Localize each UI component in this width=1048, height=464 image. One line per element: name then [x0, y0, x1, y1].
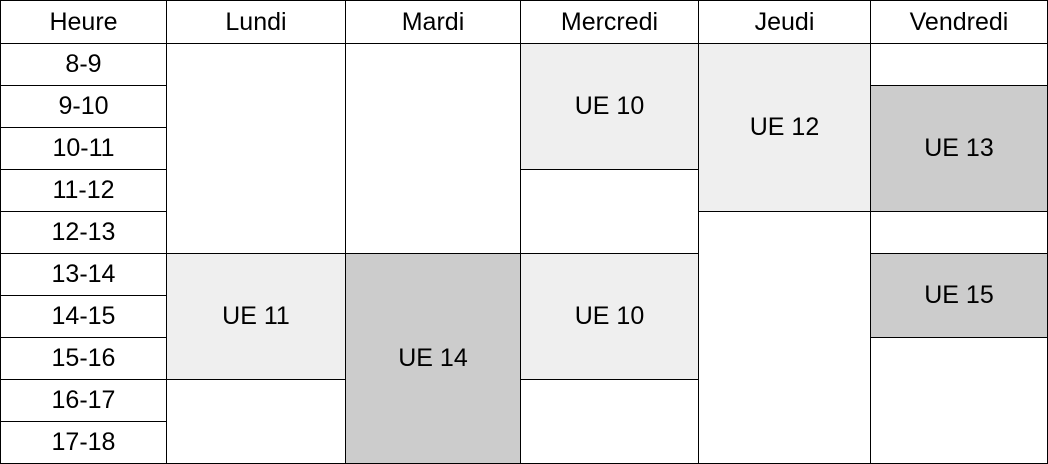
table-row: 11-12: [0, 169, 1048, 254]
course-block: UE 13: [870, 85, 1048, 212]
hour-cell: 14-15: [0, 295, 167, 338]
empty-slot: [166, 43, 346, 254]
course-block: UE 10: [520, 43, 699, 170]
hour-cell: 13-14: [0, 253, 167, 296]
hour-cell: 10-11: [0, 127, 167, 170]
hour-cell: 11-12: [0, 169, 167, 212]
hour-cell: 12-13: [0, 211, 167, 254]
empty-slot: [870, 43, 1048, 86]
course-block: UE 12: [698, 43, 871, 212]
header-hour: Heure: [0, 0, 167, 44]
empty-slot: [870, 211, 1048, 254]
empty-slot: [698, 211, 871, 464]
course-block: UE 15: [870, 253, 1048, 338]
table-row: 10-11: [0, 127, 1048, 170]
empty-slot: [870, 337, 1048, 464]
header-row: Heure Lundi Mardi Mercredi Jeudi Vendred…: [0, 0, 1048, 44]
table-row: 17-18: [0, 421, 1048, 464]
header-day-vendredi: Vendredi: [870, 0, 1048, 44]
table-row: 13-14 UE 11 UE 14 UE 10 UE 15: [0, 253, 1048, 464]
empty-slot: [520, 379, 699, 464]
empty-slot: [166, 379, 346, 464]
course-block: UE 11: [166, 253, 346, 380]
hour-cell: 15-16: [0, 337, 167, 380]
header-day-lundi: Lundi: [166, 0, 346, 44]
course-block: UE 14: [345, 253, 521, 464]
table-row: 14-15: [0, 295, 1048, 338]
empty-slot: [345, 43, 521, 254]
header-day-jeudi: Jeudi: [698, 0, 871, 44]
table-row: 12-13: [0, 211, 1048, 464]
header-day-mardi: Mardi: [345, 0, 521, 44]
hour-cell: 9-10: [0, 85, 167, 128]
course-block: UE 10: [520, 253, 699, 380]
hour-cell: 16-17: [0, 379, 167, 422]
hour-cell: 17-18: [0, 421, 167, 464]
empty-slot: [520, 169, 699, 254]
table-row: 8-9 UE 10 UE 12: [0, 43, 1048, 254]
header-day-mercredi: Mercredi: [520, 0, 699, 44]
hour-cell: 8-9: [0, 43, 167, 86]
table-row: 16-17: [0, 379, 1048, 464]
table-row: 15-16: [0, 337, 1048, 464]
